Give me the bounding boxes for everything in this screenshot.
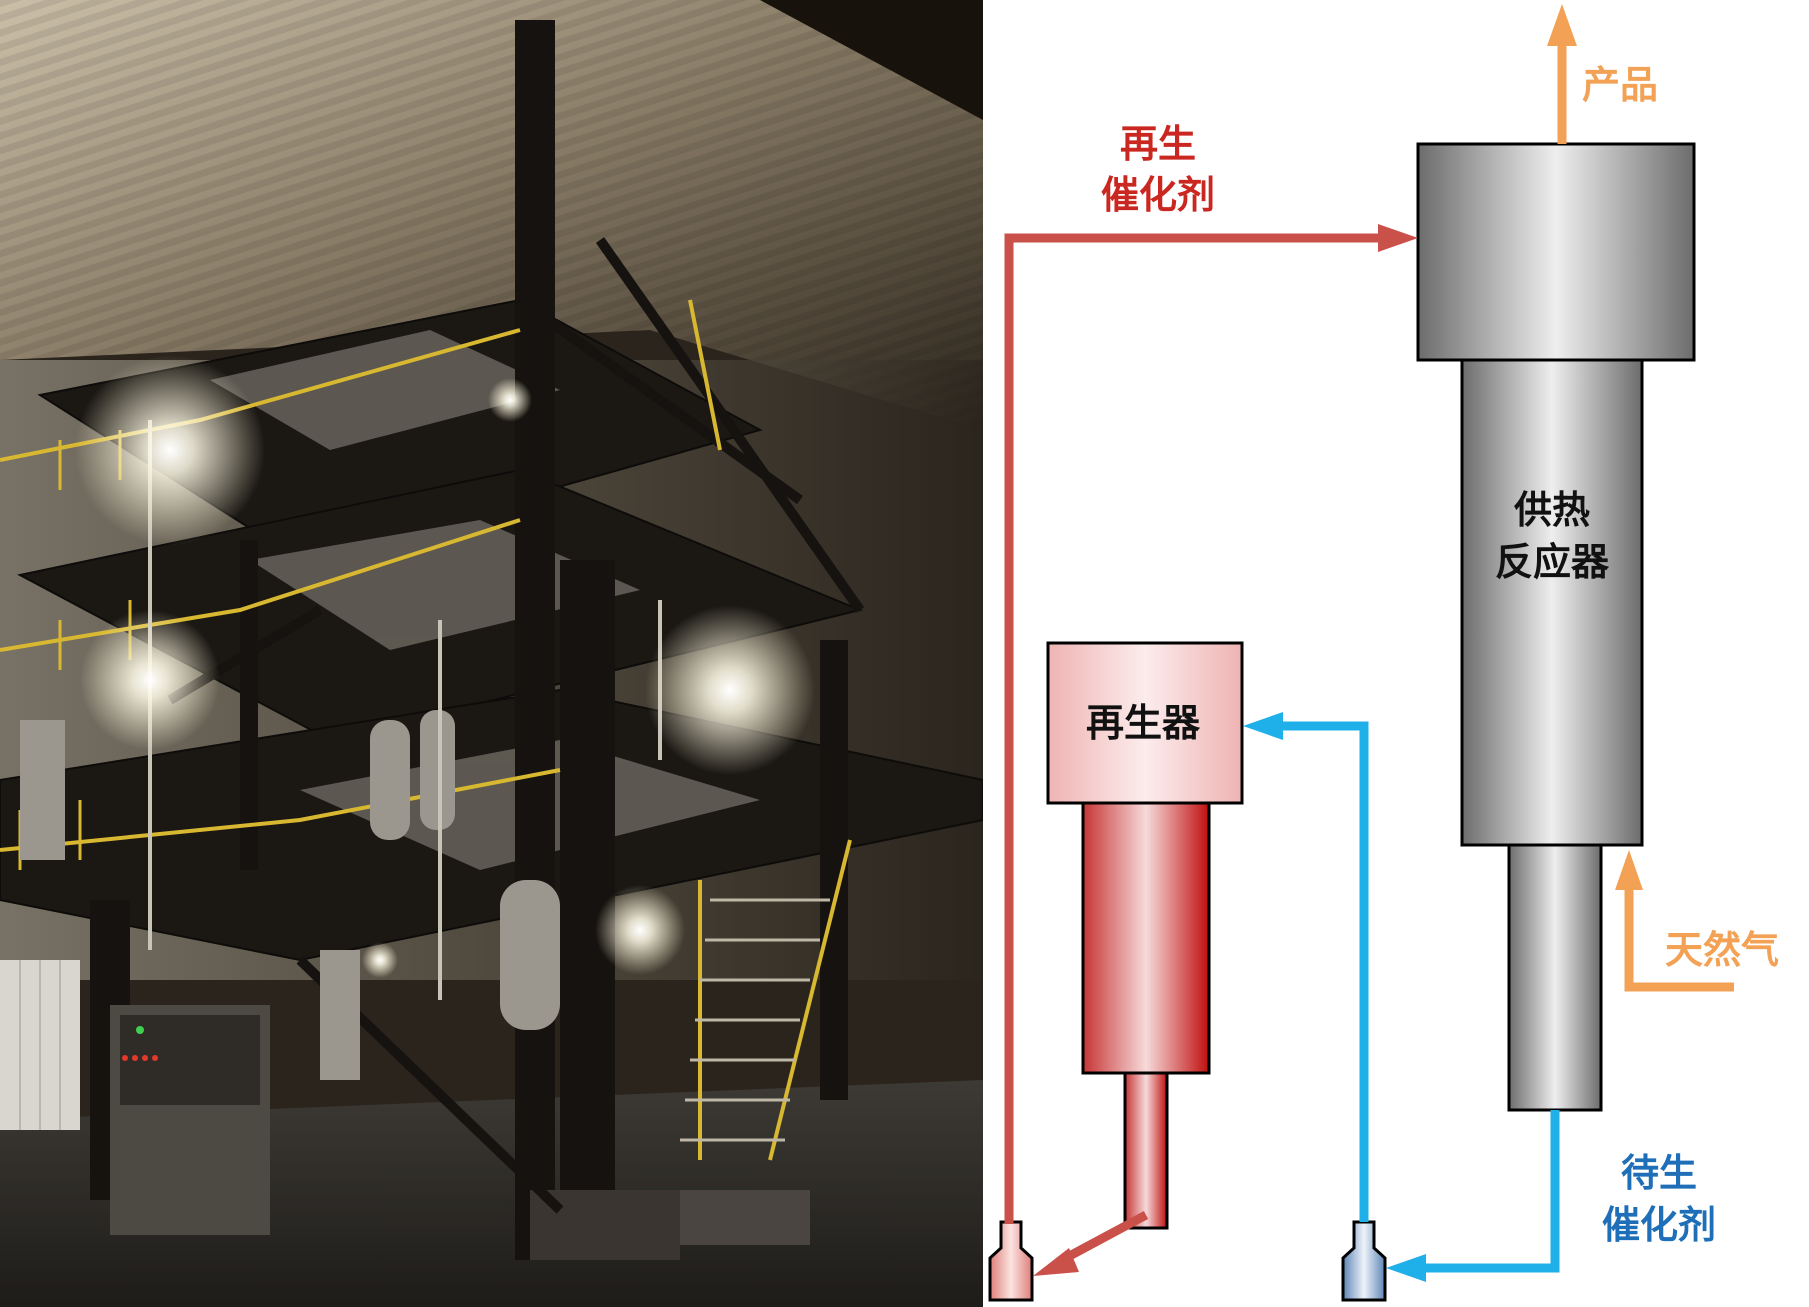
spent-catalyst-label-line2: 催化剂 bbox=[1602, 1203, 1716, 1247]
regen-catalyst-label-line1: 再生 bbox=[1120, 122, 1196, 166]
plant-photo bbox=[0, 0, 983, 1307]
regenerator: 再生器 bbox=[1046, 641, 1244, 1230]
plant-photo-illustration bbox=[0, 0, 983, 1307]
regenerator-label: 再生器 bbox=[1086, 701, 1201, 745]
spent-catalyst-flow bbox=[1283, 721, 1560, 1273]
reactor-top-vessel bbox=[1416, 142, 1696, 362]
natural-gas-line bbox=[1624, 890, 1734, 992]
regenerator-outlet-line bbox=[1059, 1211, 1149, 1264]
regenerator-outlet-arrowhead bbox=[1033, 1248, 1079, 1276]
spent-catalyst-riser-line bbox=[1283, 721, 1369, 1222]
spent-catalyst-label-line1: 待生 bbox=[1621, 1151, 1697, 1195]
process-diagram: 供热 反应器 再生器 bbox=[983, 0, 1809, 1307]
spent-catalyst-arrowhead-hopper bbox=[1386, 1254, 1426, 1282]
natural-gas-arrowhead bbox=[1615, 850, 1643, 890]
spent-catalyst-return-line bbox=[1426, 1110, 1560, 1273]
regenerator-standpipe bbox=[1123, 1071, 1169, 1230]
regen-catalyst-line bbox=[1004, 233, 1378, 1224]
spent-catalyst-hopper-shape bbox=[1341, 1220, 1387, 1302]
regenerated-catalyst-flow bbox=[1004, 233, 1378, 1264]
spent-catalyst-arrowhead-regenerator bbox=[1243, 712, 1283, 740]
heated-reactor: 供热 反应器 bbox=[1416, 142, 1696, 1112]
regen-catalyst-label-line2: 催化剂 bbox=[1101, 173, 1215, 217]
reactor-middle-vessel bbox=[1460, 358, 1644, 847]
regen-catalyst-arrowhead bbox=[1378, 224, 1418, 252]
natural-gas-label: 天然气 bbox=[1665, 928, 1779, 972]
natural-gas-flow bbox=[1624, 890, 1734, 992]
product-label: 产品 bbox=[1582, 63, 1658, 107]
reactor-label-line1: 供热 bbox=[1514, 488, 1590, 532]
regen-catalyst-hopper bbox=[988, 1220, 1034, 1302]
regenerator-top-box bbox=[1046, 641, 1244, 805]
process-diagram-svg: 供热 反应器 再生器 bbox=[988, 4, 1779, 1302]
product-arrowhead bbox=[1547, 4, 1577, 46]
spent-catalyst-hopper bbox=[1341, 1220, 1387, 1302]
regenerator-body bbox=[1081, 801, 1211, 1075]
reactor-bottom-riser bbox=[1507, 843, 1603, 1112]
reactor-label-line2: 反应器 bbox=[1495, 540, 1610, 584]
regen-catalyst-hopper-shape bbox=[988, 1220, 1034, 1302]
